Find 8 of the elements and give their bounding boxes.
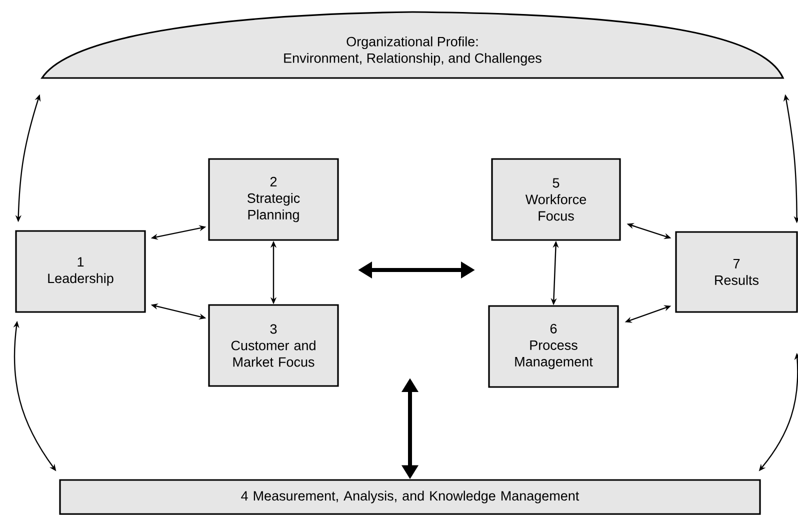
category-box: 7 Results bbox=[675, 231, 798, 313]
category-box: 5 Workforce Focus bbox=[491, 158, 621, 241]
category-box: 2 Strategic Planning bbox=[208, 158, 339, 241]
category-box: 1 Leadership bbox=[15, 230, 146, 313]
category-box: 3 Customer and Market Focus bbox=[208, 304, 339, 387]
category-box: 4 Measurement, Analysis, and Knowledge Management bbox=[59, 479, 761, 515]
category-box: 6 Process Management bbox=[488, 305, 619, 388]
profile-banner: Organizational Profile: Environment, Relationship, and Challenges bbox=[41, 11, 784, 79]
